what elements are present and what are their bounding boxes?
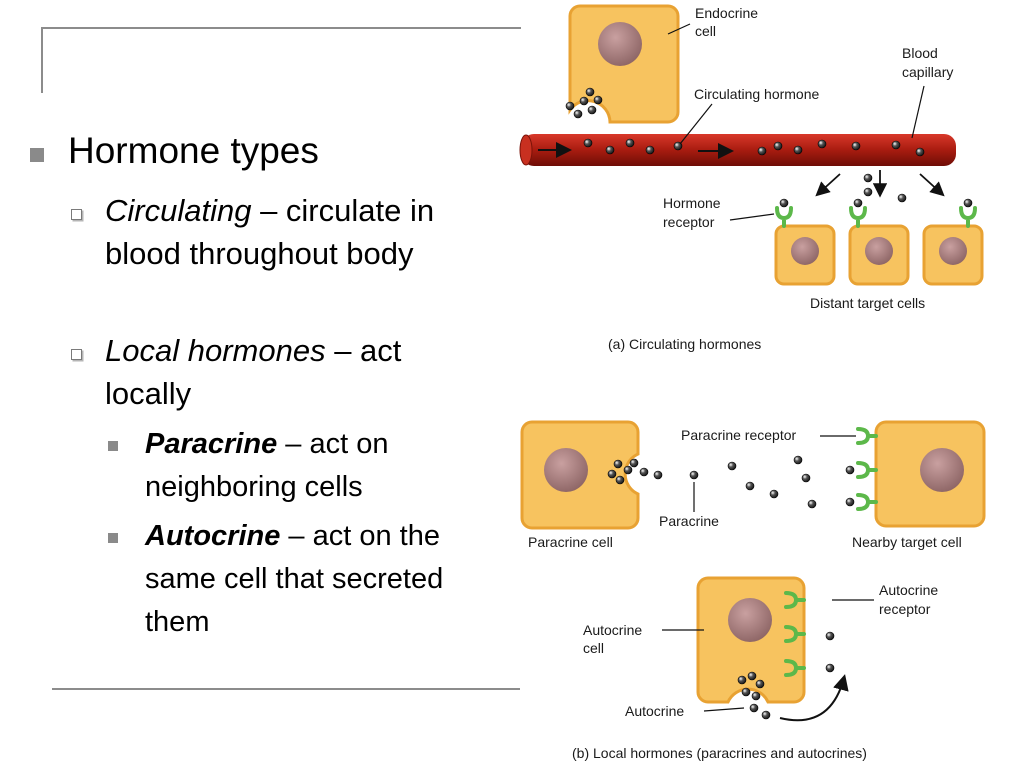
label-hormone-receptor-1: Hormone bbox=[663, 195, 721, 211]
arrow bbox=[919, 173, 945, 197]
local-desc: – act locally bbox=[105, 333, 402, 411]
caption-a: (a) Circulating hormones bbox=[608, 336, 761, 352]
label-blood-capillary-1: Blood bbox=[902, 45, 938, 61]
bullet-paracrine: Paracrine – act on neighboring cells bbox=[145, 423, 485, 509]
bullet-square-icon bbox=[30, 148, 44, 162]
bullet-main-text: Hormone types bbox=[68, 130, 319, 171]
leader-line bbox=[729, 213, 775, 221]
nearby-target-cell bbox=[845, 420, 986, 528]
bullet-autocrine: Autocrine – act on the same cell that se… bbox=[145, 515, 485, 644]
label-autocrine-cell-2: cell bbox=[583, 640, 604, 656]
label-autocrine-receptor-2: receptor bbox=[879, 601, 931, 617]
paracrine-cell bbox=[520, 420, 640, 530]
label-paracrine-cell: Paracrine cell bbox=[528, 534, 613, 550]
label-hormone-receptor-2: receptor bbox=[663, 214, 715, 230]
nucleus bbox=[598, 22, 642, 66]
circulating-term: Circulating bbox=[105, 193, 252, 228]
bullet-local-hormones: Local hormones – act locally bbox=[105, 329, 475, 415]
label-paracrine-receptor: Paracrine receptor bbox=[681, 427, 797, 443]
frame-bottom-line bbox=[52, 688, 520, 690]
paracrine-term: Paracrine bbox=[145, 428, 278, 460]
label-blood-capillary-2: capillary bbox=[902, 64, 953, 80]
caption-b: (b) Local hormones (paracrines and autoc… bbox=[572, 745, 867, 761]
bullet-list: Hormone types Circulating – circulate in… bbox=[30, 128, 485, 644]
circulating-desc: – circulate in blood throughout body bbox=[105, 193, 435, 271]
label-autocrine-cell-1: Autocrine bbox=[583, 622, 642, 638]
bullet-main: Hormone types bbox=[68, 128, 319, 174]
label-circulating-hormone: Circulating hormone bbox=[694, 86, 819, 102]
frame-vertical-line bbox=[41, 27, 43, 93]
leader-line bbox=[703, 707, 745, 712]
label-endocrine-cell-2: cell bbox=[695, 23, 716, 39]
label-paracrine: Paracrine bbox=[659, 513, 719, 529]
label-autocrine-receptor-1: Autocrine bbox=[879, 582, 938, 598]
frame-top-line bbox=[41, 27, 521, 29]
local-term: Local hormones bbox=[105, 333, 326, 368]
bullet-square-icon bbox=[108, 533, 118, 543]
arrow bbox=[815, 173, 841, 197]
label-endocrine-cell-1: Endocrine bbox=[695, 5, 758, 21]
autocrine-arrow bbox=[779, 674, 849, 722]
label-autocrine: Autocrine bbox=[625, 703, 684, 719]
autocrine-desc: – act on the same cell that secreted the… bbox=[145, 520, 444, 638]
autocrine-cell bbox=[696, 576, 835, 704]
label-distant-target-cells: Distant target cells bbox=[810, 295, 925, 311]
distant-target-cells bbox=[774, 198, 984, 286]
endocrine-cell bbox=[568, 4, 680, 124]
leader-line bbox=[667, 23, 691, 35]
bullet-hollow-square-icon bbox=[71, 349, 82, 360]
paracrine-desc: – act on neighboring cells bbox=[145, 428, 389, 503]
bullet-circulating: Circulating – circulate in blood through… bbox=[105, 189, 475, 275]
bullet-square-icon bbox=[108, 441, 118, 451]
blood-capillary bbox=[519, 134, 956, 166]
label-nearby-target-cell: Nearby target cell bbox=[852, 534, 962, 550]
leader-line bbox=[679, 103, 713, 145]
leader-line bbox=[911, 85, 925, 139]
bullet-hollow-square-icon bbox=[71, 209, 82, 220]
autocrine-term: Autocrine bbox=[145, 520, 281, 552]
